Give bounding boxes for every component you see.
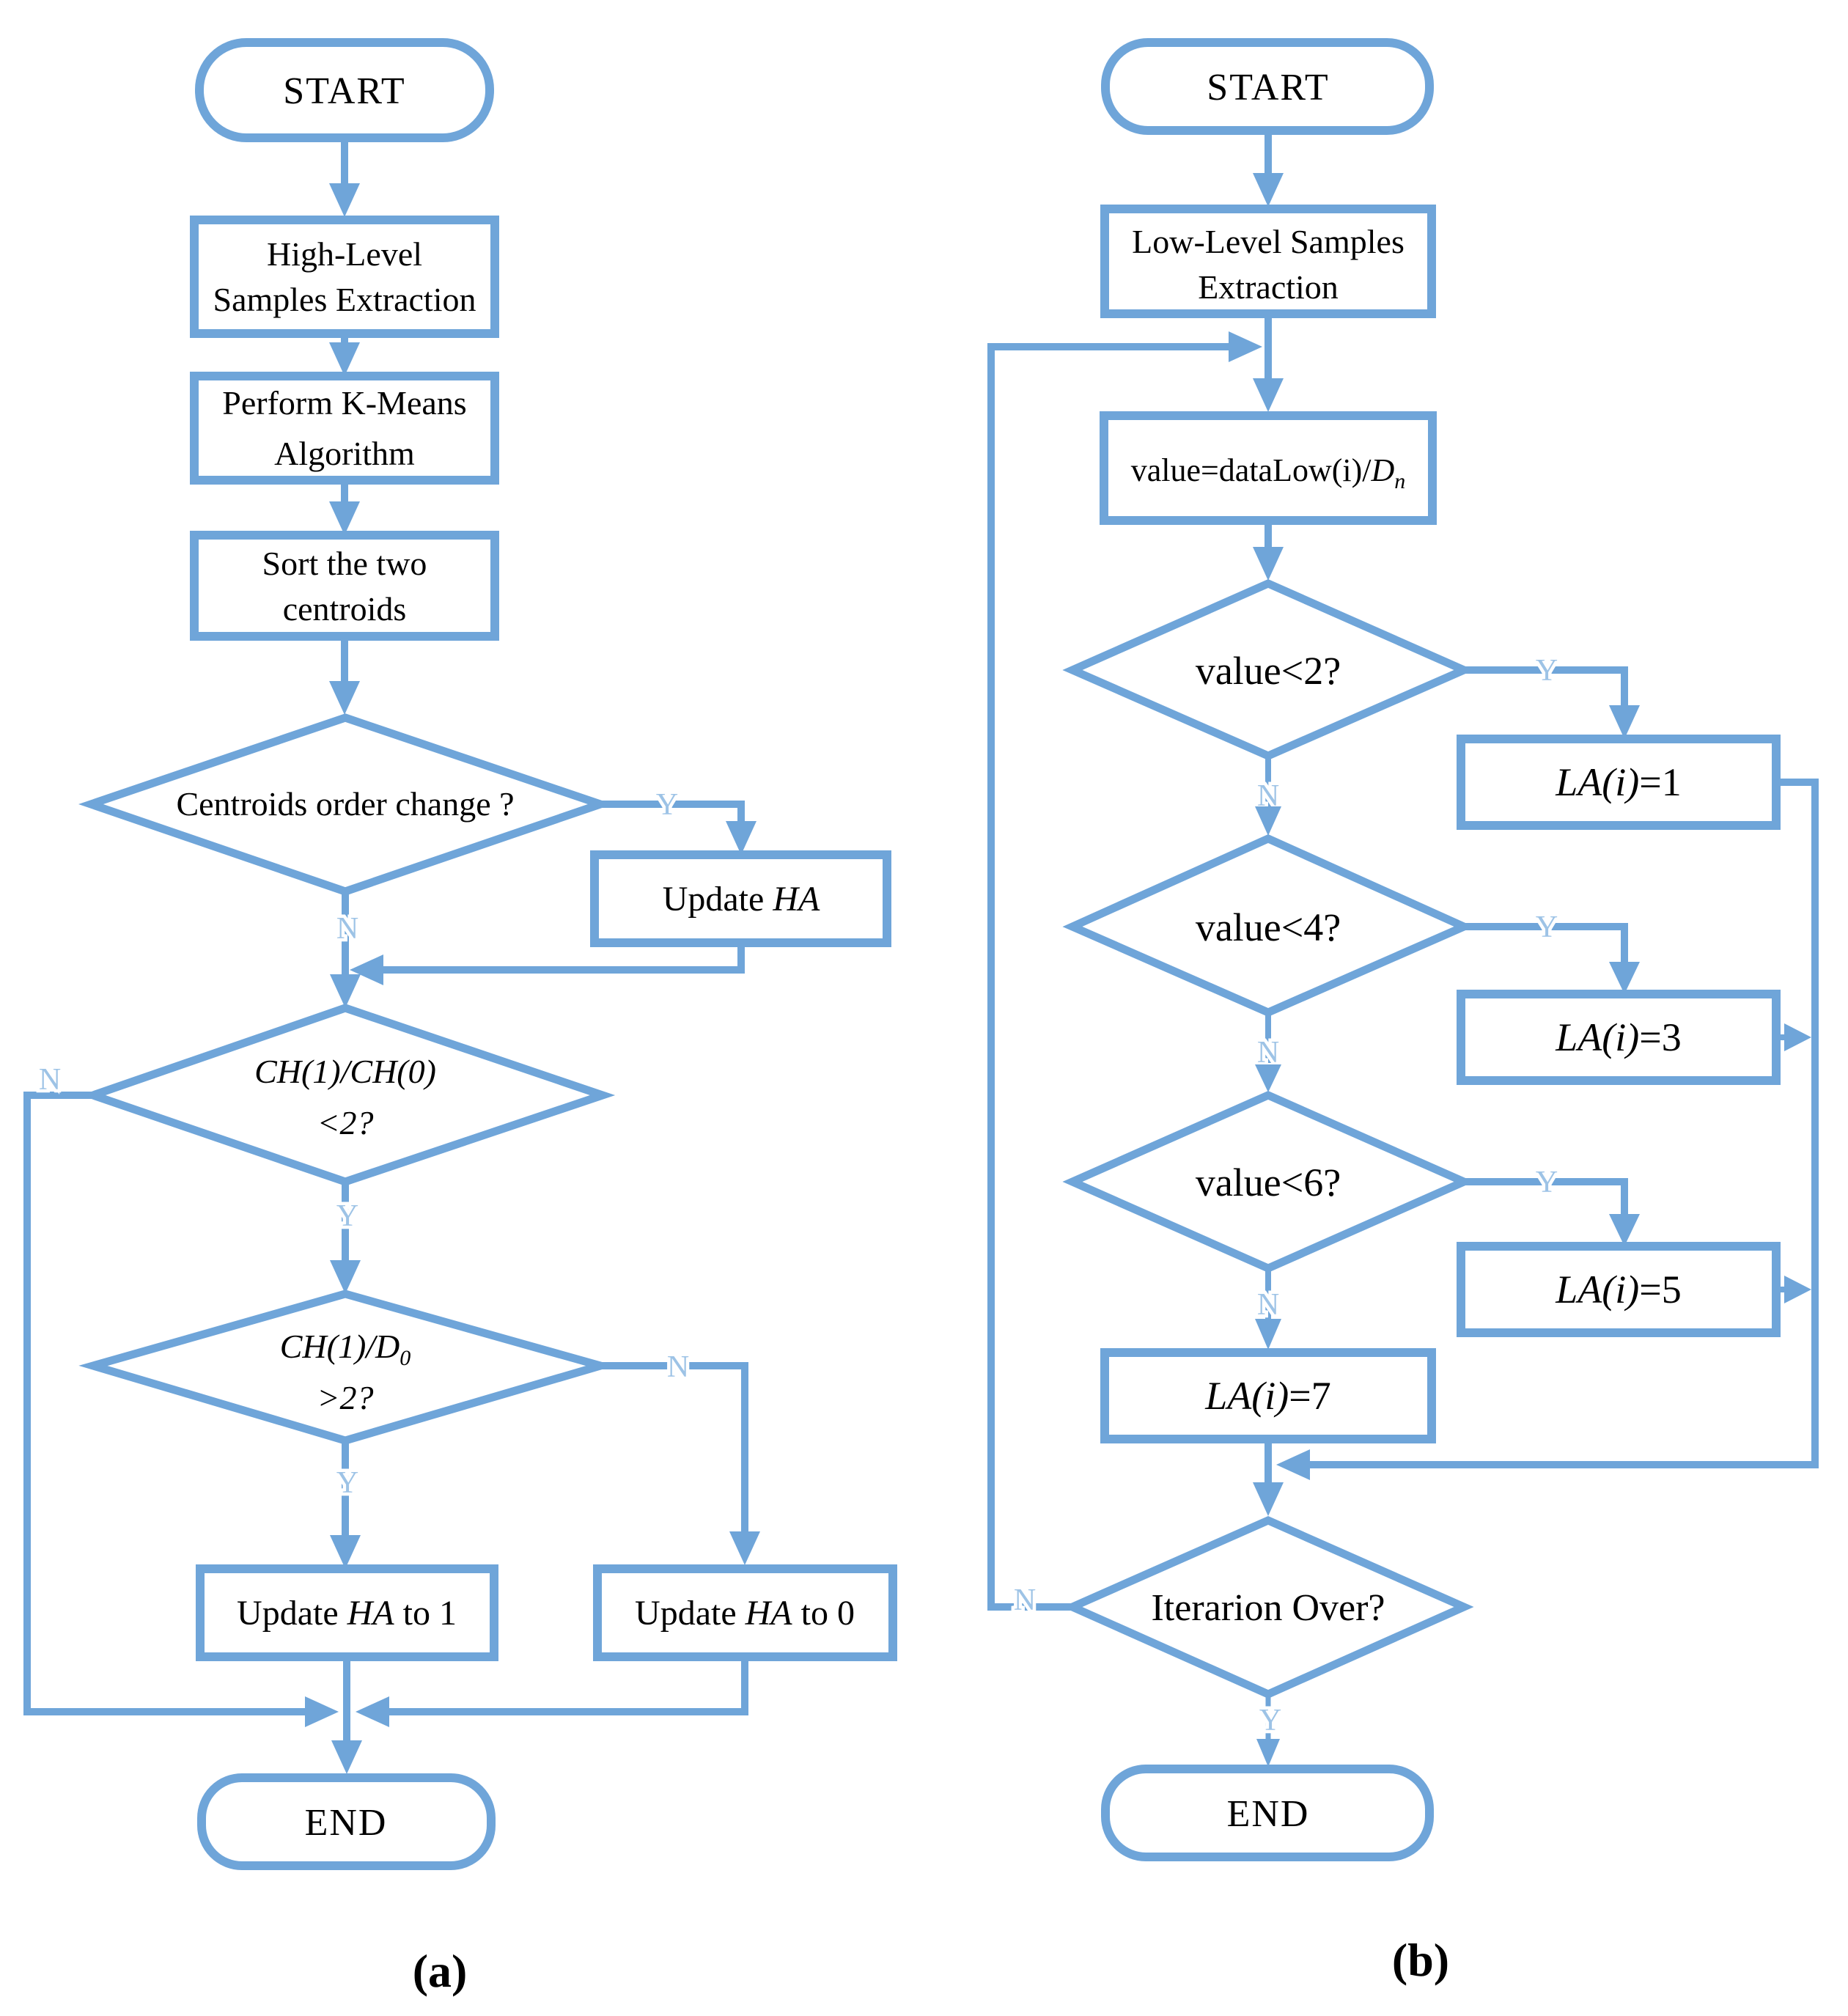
flow-line-yes: [1464, 923, 1628, 962]
process-la3: [1457, 990, 1781, 1085]
arrowhead: [350, 954, 383, 985]
yes-label: Y: [1259, 1704, 1281, 1737]
flow-line: [383, 943, 745, 974]
process-update-ha-1-label: Update HA to 1: [237, 1594, 457, 1633]
arrowhead: [1253, 1482, 1284, 1516]
arrowhead: [356, 1696, 389, 1727]
arrowhead: [1276, 1449, 1310, 1480]
start-label-a: START: [283, 70, 405, 112]
caption-a: (a): [413, 1945, 468, 1997]
process-la1-label: LA(i)=1: [1555, 760, 1681, 804]
end-terminator-b: [1101, 1765, 1434, 1861]
process-kmeans-line2: Algorithm: [274, 435, 415, 472]
process-extract-b: [1100, 205, 1436, 318]
arrowhead: [1255, 1319, 1281, 1350]
process-extract-b-line1: Low-Level Samples: [1132, 223, 1405, 260]
arrowhead: [305, 1696, 339, 1727]
flow-line-no-loop: [987, 343, 1229, 1611]
arrowhead: [1609, 1214, 1640, 1246]
arrowhead: [330, 1260, 361, 1294]
decision-ch-d0: [78, 1290, 615, 1445]
yes-label: Y: [336, 1466, 358, 1500]
arrowhead: [330, 1535, 361, 1569]
arrowhead: [1253, 378, 1284, 412]
decision-centroids-order-label: Centroids order change ?: [176, 785, 514, 823]
process-sort-line1: Sort the two: [262, 545, 427, 582]
yes-label: Y: [1536, 910, 1558, 944]
arrowhead: [729, 1531, 760, 1565]
caption-b: (b): [1392, 1934, 1449, 1986]
arrowhead: [1253, 547, 1284, 581]
process-extract-a: [190, 216, 499, 338]
arrowhead: [1255, 806, 1281, 836]
yes-label: Y: [336, 1199, 358, 1233]
decision-ch-d0-line2: >2?: [317, 1379, 373, 1416]
decision-ch-ratio-line2: <2?: [317, 1104, 373, 1141]
arrowhead: [1253, 173, 1284, 207]
flow-line-no-loop: [23, 1092, 305, 1715]
arrowhead: [1784, 1276, 1811, 1303]
chart-b: START Low-Level Samples Extraction N val…: [987, 38, 1819, 1986]
flow-line-yes: [600, 801, 745, 821]
process-update-ha: [590, 850, 891, 947]
arrowhead: [1256, 1739, 1280, 1767]
yes-label: Y: [1536, 1166, 1558, 1199]
arrowhead: [329, 501, 360, 535]
flow-line-yes: [1464, 666, 1628, 705]
process-extract-a-line2: Samples Extraction: [213, 281, 476, 318]
decision-value-lt6-label: value<6?: [1196, 1160, 1341, 1204]
arrowhead: [1255, 1064, 1281, 1092]
process-la5-label: LA(i)=5: [1555, 1268, 1681, 1311]
decision-ch-d0-line1: CH(1)/D0: [280, 1328, 411, 1370]
chart-a: START High-Level Samples Extraction Perf…: [23, 38, 897, 1997]
process-update-ha-label: Update HA: [663, 880, 820, 919]
arrowhead: [329, 342, 360, 376]
process-sort: [190, 531, 499, 641]
process-extract-b-line2: Extraction: [1198, 268, 1339, 306]
arrowhead: [726, 821, 756, 855]
yes-label: Y: [656, 788, 678, 822]
no-label: N: [667, 1350, 689, 1384]
end-label-a: END: [305, 1802, 388, 1844]
decision-ch-ratio-line1: CH(1)/CH(0): [254, 1053, 436, 1090]
arrowhead: [329, 681, 360, 715]
process-kmeans-line1: Perform K-Means: [222, 384, 466, 422]
process-la3-label: LA(i)=3: [1555, 1015, 1681, 1059]
flow-line: [389, 1657, 748, 1715]
process-sort-line2: centroids: [283, 590, 407, 628]
decision-value-lt2-label: value<2?: [1196, 649, 1341, 693]
process-value-label: value=dataLow(i)/Dn: [1131, 452, 1406, 493]
flow-line-yes: [1464, 1178, 1628, 1214]
arrowhead: [331, 1740, 362, 1774]
start-label-b: START: [1207, 67, 1329, 108]
no-label: N: [1014, 1583, 1036, 1617]
process-la7: [1100, 1348, 1436, 1443]
process-update-ha-1: [196, 1564, 498, 1661]
yes-label: Y: [1536, 654, 1558, 688]
process-la7-label: LA(i)=7: [1204, 1374, 1330, 1418]
arrowhead: [1609, 705, 1640, 739]
flow-line: [1310, 779, 1819, 1468]
end-terminator-a: [197, 1773, 496, 1870]
process-update-ha-0: [593, 1564, 897, 1661]
process-update-ha-0-label: Update HA to 0: [635, 1594, 855, 1633]
decision-iteration-over-label: Iterarion Over?: [1151, 1587, 1385, 1629]
end-label-b: END: [1227, 1793, 1310, 1835]
no-label: N: [336, 912, 358, 946]
no-label: N: [1257, 1288, 1279, 1322]
no-label: N: [39, 1063, 61, 1097]
decision-ch-ratio: [81, 1004, 616, 1186]
flow-line-no: [600, 1362, 748, 1531]
arrowhead: [329, 183, 360, 217]
process-extract-a-line1: High-Level: [267, 235, 422, 273]
arrowhead: [1784, 1023, 1811, 1051]
decision-value-lt4-label: value<4?: [1196, 905, 1341, 949]
arrowhead: [330, 974, 361, 1008]
arrowhead: [1609, 962, 1640, 994]
arrowhead: [1229, 331, 1262, 362]
